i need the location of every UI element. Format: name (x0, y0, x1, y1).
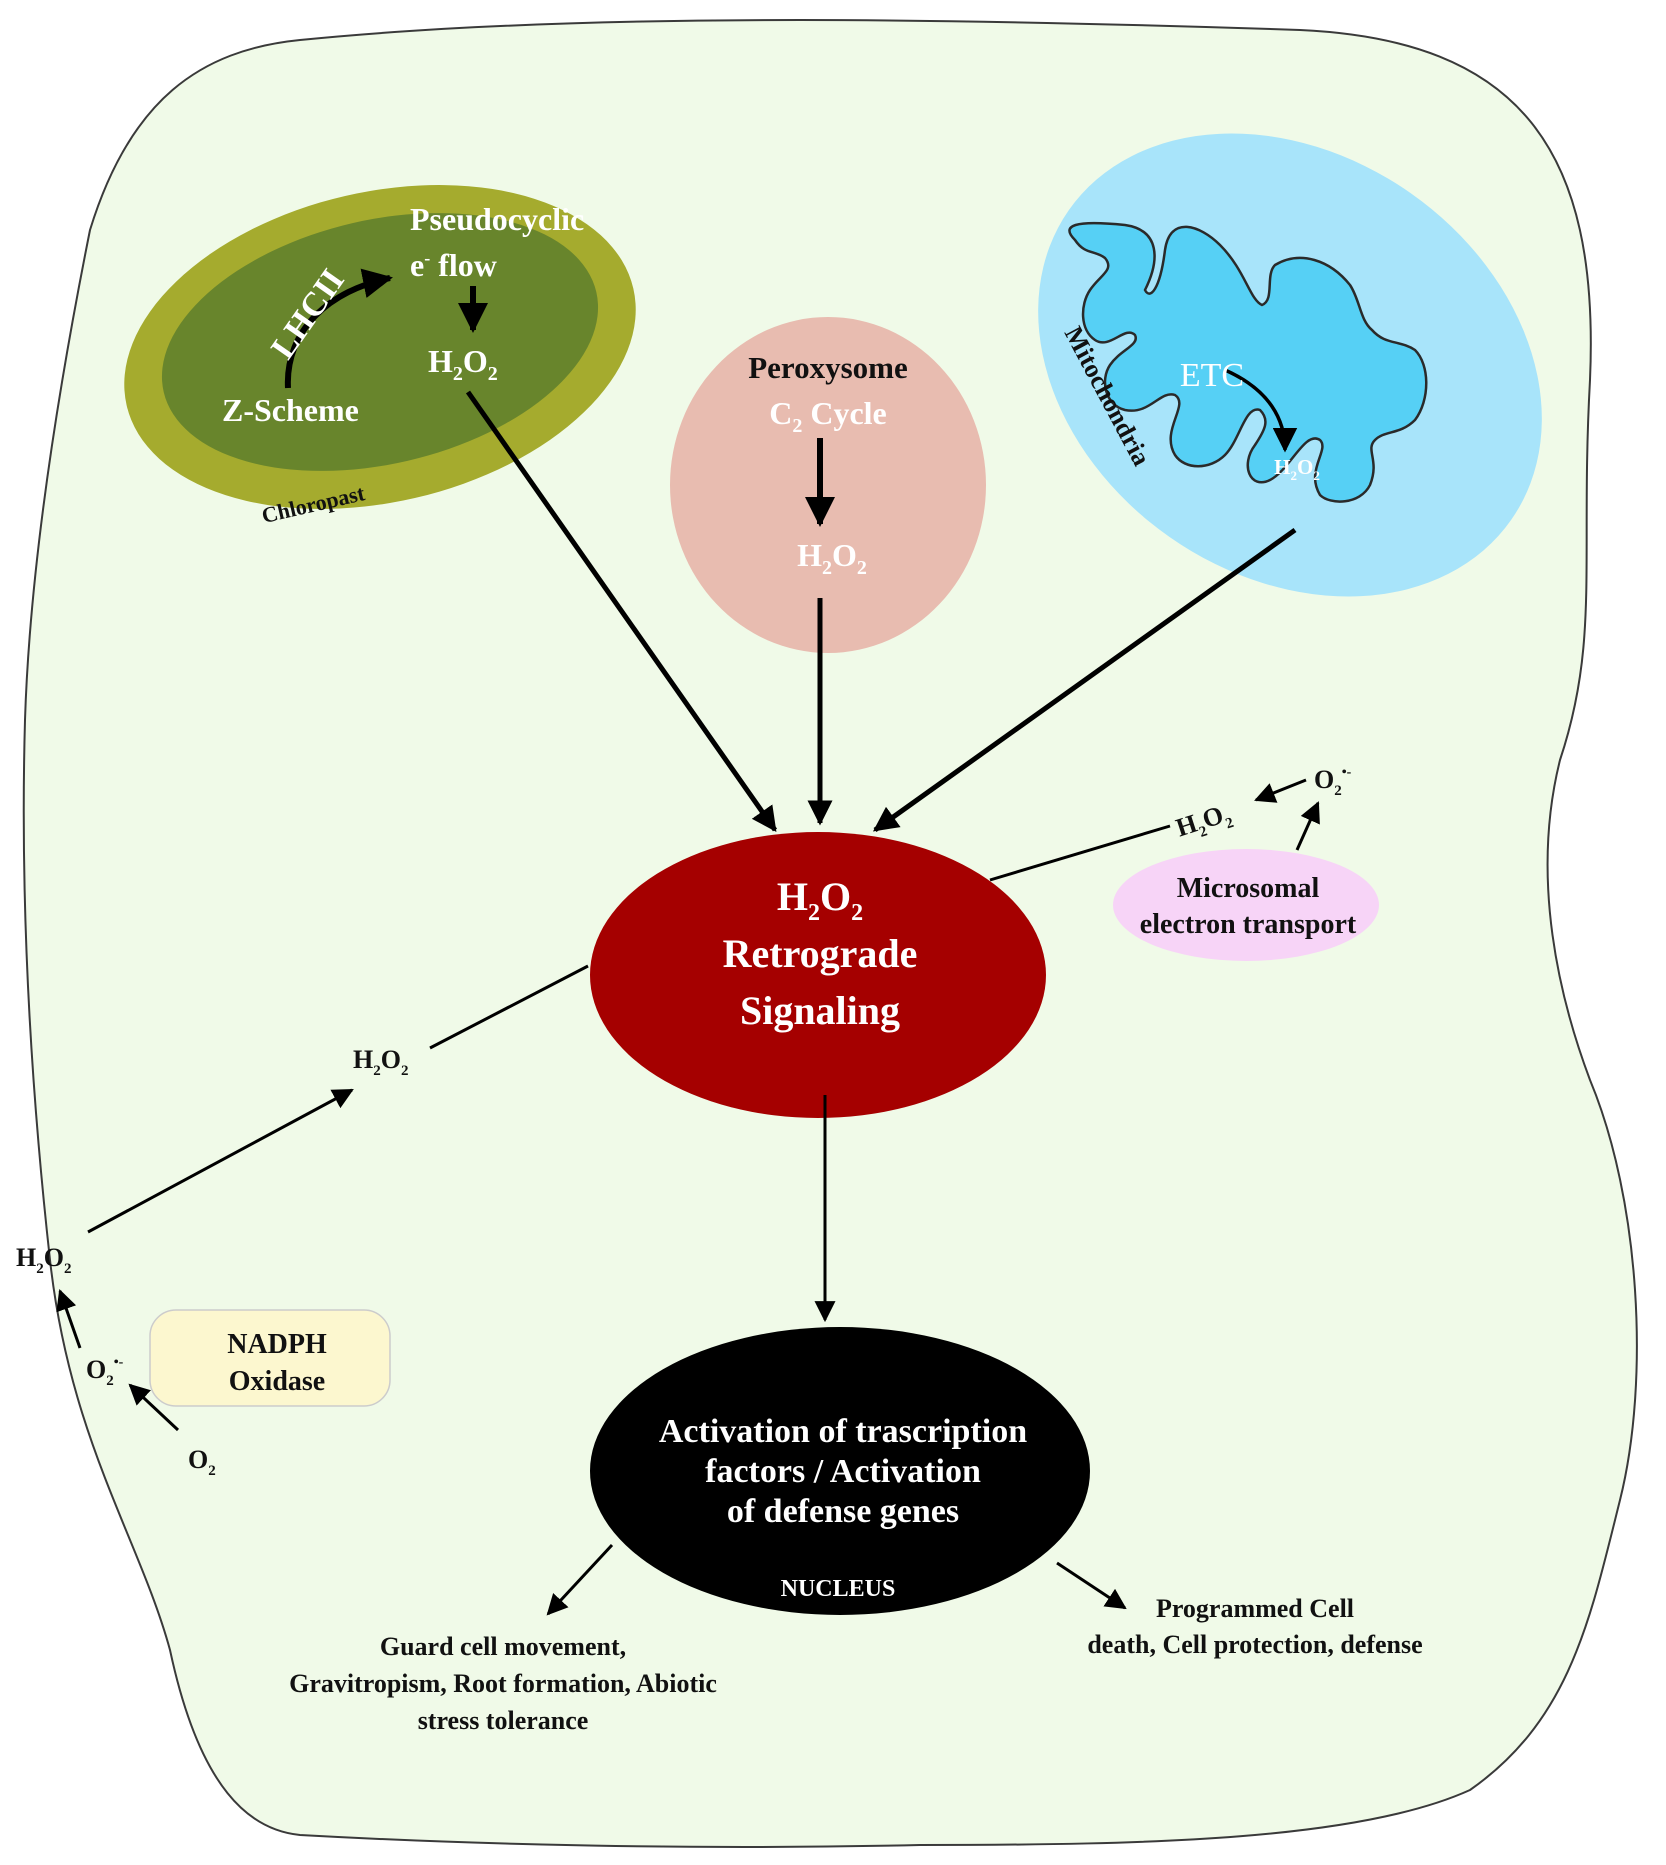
right-outcome-line2: death, Cell protection, defense (1087, 1630, 1422, 1659)
etc-label: ETC (1180, 357, 1244, 394)
nadph-oxidase-box (149, 1309, 391, 1407)
microsomal-superoxide-label: O2•- (1314, 765, 1352, 799)
left-outcome-line1: Guard cell movement, (380, 1632, 626, 1661)
c2-cycle-label: C2 Cycle (769, 395, 887, 437)
signaling-to-h2o2-line (429, 964, 589, 1050)
microsomal-electron-transport (1113, 849, 1379, 961)
nadph-line2: Oxidase (229, 1366, 325, 1397)
nadph-oxygen-label: O2 (188, 1445, 216, 1479)
mitochondrion-cristae (1068, 221, 1428, 503)
nucleus-line1: Activation of trascription (659, 1413, 1027, 1450)
nucleus-line3: of defense genes (727, 1493, 959, 1530)
nadph-h2o2-mid-label: H2O2 (353, 1045, 408, 1079)
nadph-superoxide-label: O2•- (86, 1355, 124, 1389)
mitochondrion: ETC H2O2 Mitochondria (1038, 133, 1542, 597)
peroxisome-h2o2-label: H2O2 (797, 537, 867, 579)
chloroplast-h2o2-label: H2O2 (428, 343, 498, 385)
nadph-line1: NADPH (227, 1329, 327, 1360)
chloroplast: Pseudocyclic e- flow LHCII H2O2 Z-Scheme… (124, 185, 636, 528)
pseudocyclic-label: Pseudocyclic (410, 201, 584, 237)
microsomal-to-superoxide-arrow (1295, 801, 1320, 851)
microsomal-h2o2-to-signaling-line (989, 824, 1171, 882)
peroxisome-name-label: Peroxysome (748, 350, 908, 385)
nucleus-to-left-outcome-arrow (546, 1543, 614, 1616)
z-scheme-label: Z-Scheme (222, 392, 359, 428)
right-outcome-line1: Programmed Cell (1156, 1594, 1354, 1623)
h2o2-left-to-h2o2-mid-arrow (87, 1088, 354, 1234)
microsomal-line1: Microsomal (1177, 873, 1320, 904)
nucleus (590, 1327, 1090, 1615)
oxygen-to-superoxide-arrow (128, 1383, 180, 1432)
signaling-line2: Signaling (740, 988, 900, 1033)
h2o2-retrograde-signaling (590, 832, 1046, 1118)
mitochondria-to-signaling-arrow (872, 527, 1297, 833)
signaling-line1: Retrograde (723, 931, 918, 976)
nucleus-to-right-outcome-arrow (1056, 1561, 1127, 1610)
mitochondria-h2o2-label: H2O2 (1274, 455, 1320, 483)
left-outcome-line2: Gravitropism, Root formation, Abiotic (289, 1669, 717, 1698)
e-flow-label: e- flow (410, 247, 497, 283)
microsomal-line2: electron transport (1140, 909, 1357, 940)
peroxisome: Peroxysome C2 Cycle H2O2 (670, 317, 986, 653)
chloroplast-stroma (161, 213, 599, 471)
z-scheme-to-lhcii-arrow (284, 268, 393, 389)
superoxide-to-h2o2-arrow-nadph (56, 1289, 82, 1349)
superoxide-to-h2o2-arrow-microsomal (1254, 778, 1307, 803)
nucleus-name-label: NUCLEUS (781, 1576, 896, 1602)
nadph-h2o2-left-label: H2O2 (16, 1243, 71, 1277)
left-outcome-line3: stress tolerance (418, 1706, 589, 1735)
etc-to-h2o2-arrow (1224, 368, 1298, 453)
chloroplast-to-signaling-arrow (465, 390, 778, 833)
signaling-h2o2-label: H2O2 (777, 874, 863, 926)
peroxisome-body (670, 317, 986, 653)
nucleus-line2: factors / Activation (705, 1453, 981, 1490)
